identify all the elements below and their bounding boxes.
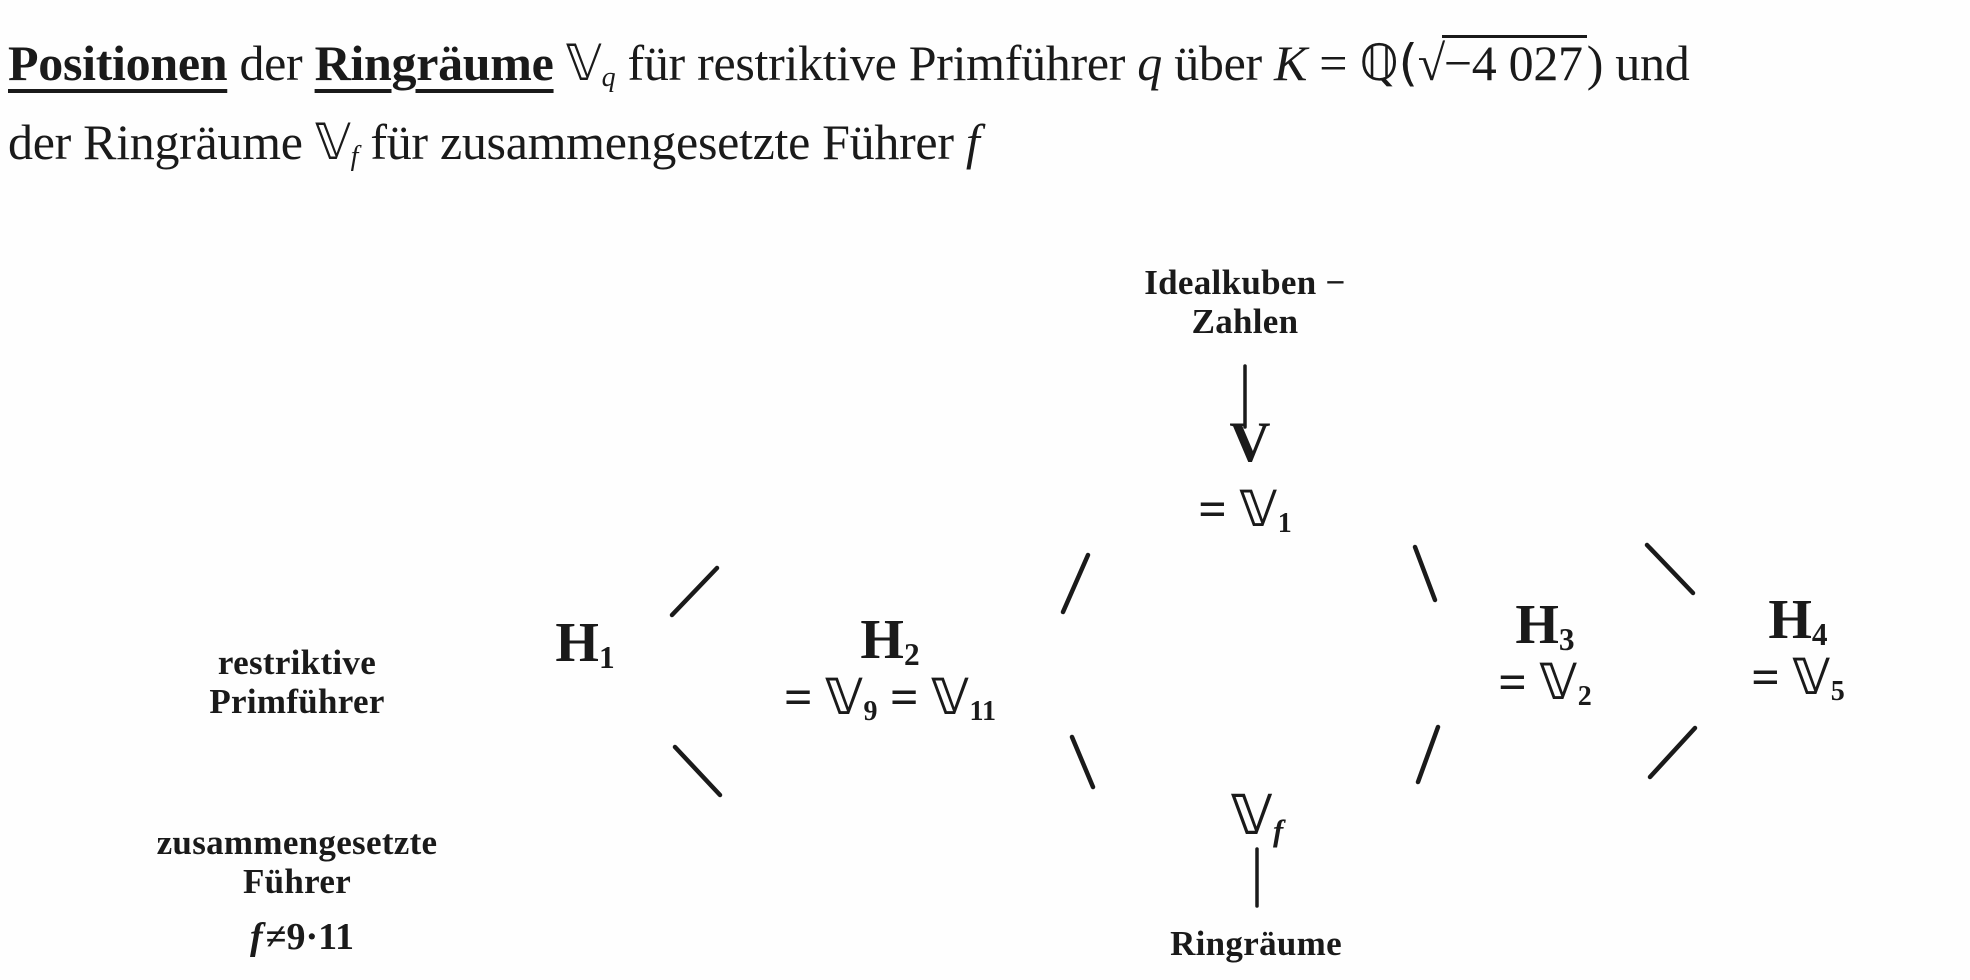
condition-f-var: f: [249, 916, 263, 958]
subscript-2: 2: [1577, 681, 1592, 713]
node-h3: H3 = 𝕍2: [1498, 595, 1592, 713]
node-h2: H2 = 𝕍9 = 𝕍11: [784, 610, 996, 728]
title-connector: der: [227, 35, 315, 91]
title-word-und: und: [1603, 35, 1690, 91]
h3-letter: H: [1515, 594, 1559, 656]
subscript-11: 11: [969, 696, 996, 728]
variable-f: f: [965, 114, 980, 170]
edge-vf-to-h3: [1415, 724, 1441, 785]
h4-alias: = 𝕍5: [1751, 648, 1845, 708]
sqrt-icon: √: [1417, 35, 1445, 91]
paren-close: ): [1586, 35, 1604, 91]
title-line-2: der Ringräume 𝕍f für zusammengesetzte Fü…: [8, 103, 1966, 182]
label-zusammengesetzte-line2: Führer: [242, 862, 352, 901]
label-zusammengesetzte-line1: zusammengesetzte: [156, 823, 438, 862]
edge-h1-h2-lower: [672, 744, 723, 798]
title-word-positionen: Positionen: [8, 35, 228, 91]
label-restriktive-primfuehrer: restriktive Primführer: [209, 643, 384, 721]
v-symbol: V: [1229, 411, 1271, 474]
node-v: V: [1229, 413, 1270, 473]
variable-q: q: [1137, 35, 1162, 91]
h4-label: H4: [1751, 590, 1844, 650]
edge-v1-to-h3: [1412, 544, 1438, 603]
radicand: −4 027: [1441, 35, 1587, 88]
label-ringraeume: Ringräume: [1170, 924, 1342, 963]
blackboard-v5: 𝕍: [1792, 648, 1831, 706]
blackboard-v-f: 𝕍: [314, 113, 351, 171]
blackboard-v11: 𝕍: [931, 668, 970, 726]
h2-eq2: =: [877, 669, 932, 725]
node-h4: H4 = 𝕍5: [1751, 590, 1845, 708]
blackboard-vf: 𝕍: [1230, 783, 1274, 847]
edge-h2-to-v1: [1060, 552, 1091, 615]
title-line2-prefix: der Ringräume: [8, 114, 315, 170]
edge-h2-to-vf: [1069, 734, 1096, 790]
blackboard-v-q: 𝕍: [565, 34, 602, 92]
label-restriktive-line1: restriktive: [217, 643, 377, 682]
blackboard-v1: 𝕍: [1239, 480, 1278, 538]
h4-letter: H: [1768, 589, 1812, 651]
label-restriktive-line2: Primführer: [209, 682, 385, 721]
h3-eq: =: [1498, 654, 1540, 710]
title-segment: für restriktive Primführer: [615, 35, 1138, 91]
condition-value: ≠9·11: [265, 916, 355, 958]
blackboard-q-field: ℚ(: [1359, 34, 1418, 92]
subscript-5: 5: [1830, 676, 1845, 708]
subscript-9: 9: [863, 696, 878, 728]
h2-letter: H: [860, 609, 904, 671]
h4-eq: =: [1751, 649, 1793, 705]
subscript-f: f: [350, 141, 359, 173]
h1-letter: H: [555, 612, 599, 674]
h3-label: H3: [1498, 595, 1591, 655]
edge-h1-h2-upper: [669, 565, 720, 618]
title-word-ueber: über: [1162, 35, 1275, 91]
node-h1: H1: [555, 613, 614, 673]
h2-label: H2: [784, 610, 996, 670]
label-f-condition: f≠9·11: [250, 916, 354, 958]
subscript-q: q: [601, 62, 616, 94]
h2-subscript: 2: [903, 636, 920, 672]
label-idealkuben-line2: Zahlen: [1191, 302, 1299, 341]
edge-h3-h4-upper: [1644, 542, 1696, 596]
label-idealkuben-line1: Idealkuben −: [1144, 263, 1346, 302]
h1-subscript: 1: [598, 639, 615, 675]
blackboard-v9: 𝕍: [825, 668, 864, 726]
figure-title: Positionen der Ringräume 𝕍q für restrikt…: [8, 24, 1966, 182]
h2-aliases: = 𝕍9 = 𝕍11: [784, 668, 996, 728]
h4-subscript: 4: [1811, 616, 1828, 652]
edge-h3-h4-lower: [1647, 725, 1698, 780]
h3-subscript: 3: [1558, 621, 1575, 657]
blackboard-v2: 𝕍: [1539, 653, 1578, 711]
vf-subscript: f: [1273, 813, 1284, 848]
label-zusammengesetzte-fuehrer: zusammengesetzte Führer: [157, 823, 438, 901]
h2-eq1: =: [784, 669, 826, 725]
subscript-1: 1: [1277, 508, 1292, 540]
radical-expression: √−4 027: [1418, 35, 1587, 91]
v-eq-sign: =: [1198, 481, 1240, 537]
variable-k: K: [1274, 35, 1308, 91]
title-word-ringraeume: Ringräume: [314, 35, 554, 91]
equals-sign: =: [1307, 35, 1360, 91]
node-vf: 𝕍f: [1230, 783, 1284, 848]
node-v-alias: = 𝕍1: [1198, 480, 1292, 540]
label-idealkuben-zahlen: Idealkuben − Zahlen: [1144, 263, 1346, 341]
title-line-1: Positionen der Ringräume 𝕍q für restrikt…: [8, 24, 1966, 103]
h3-alias: = 𝕍2: [1498, 653, 1592, 713]
title-line2-segment: für zusammengesetzte Führer: [358, 114, 966, 170]
